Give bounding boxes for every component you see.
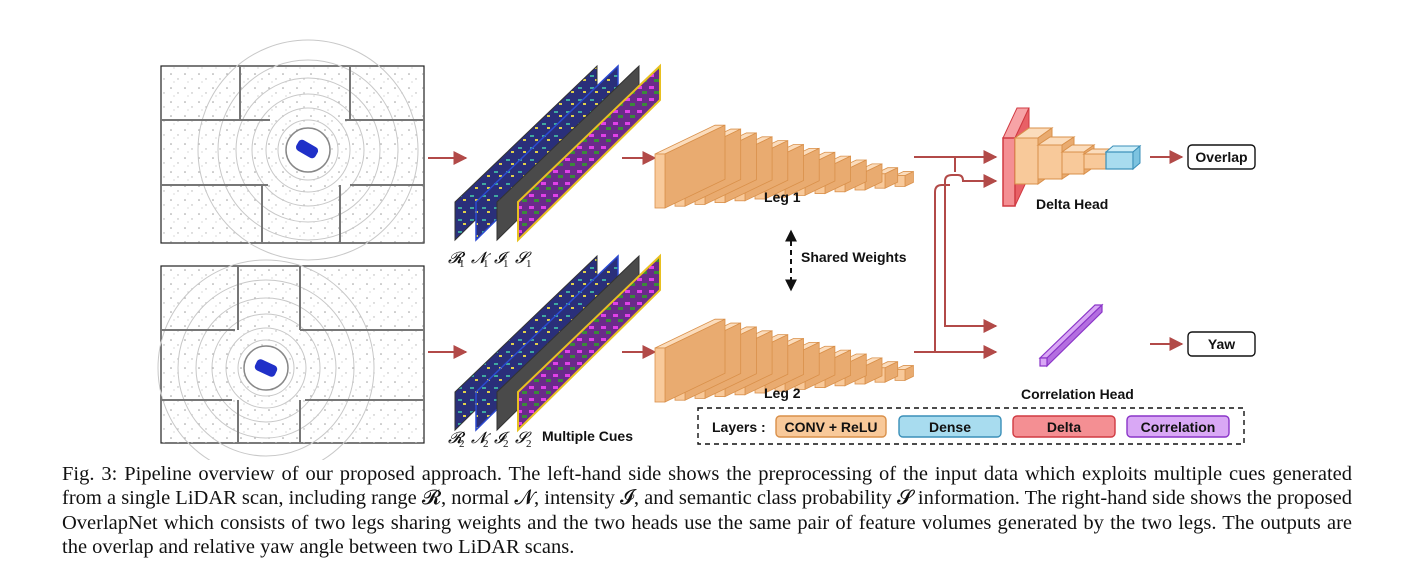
legend-item-conv-relu: CONV + ReLU xyxy=(775,415,887,438)
svg-text:1: 1 xyxy=(459,258,465,270)
svg-text:2: 2 xyxy=(526,438,532,450)
cue-stack-1 xyxy=(454,63,661,243)
svg-text:2: 2 xyxy=(503,438,509,450)
caption-text: Pipeline overview of our proposed approa… xyxy=(62,463,1353,558)
figure-caption: Fig. 3: Pipeline overview of our propose… xyxy=(62,462,1352,559)
legend-item-dense: Dense xyxy=(898,415,1002,438)
legend-item-delta: Delta xyxy=(1012,415,1116,438)
legend-swatch xyxy=(898,415,1002,438)
leg-2-label: Leg 2 xyxy=(764,385,801,401)
lidar-scan-1 xyxy=(160,39,425,261)
lidar-scan-2 xyxy=(157,259,425,460)
delta-head-label: Delta Head xyxy=(1036,196,1108,212)
cue-symbol-range: 𝓡 xyxy=(448,430,466,447)
correlation-head-label: Correlation Head xyxy=(1021,386,1134,402)
correlation-head xyxy=(1038,303,1104,368)
overlap-output: Overlap xyxy=(1187,144,1256,170)
legend-item-correlation: Correlation xyxy=(1126,415,1230,438)
cue-symbol-range: 𝓡 xyxy=(448,250,466,267)
svg-text:1: 1 xyxy=(526,258,532,270)
legend-label: Correlation xyxy=(1141,419,1216,435)
legend-label: Dense xyxy=(929,419,971,435)
svg-text:2: 2 xyxy=(459,438,465,450)
leg-1-encoder xyxy=(654,124,914,209)
yaw-output-label: Yaw xyxy=(1208,336,1235,352)
conv-layer-block xyxy=(894,170,914,188)
multiple-cues-label: Multiple Cues xyxy=(542,428,633,444)
semantic-image-1 xyxy=(517,63,661,243)
legend-swatch xyxy=(1012,415,1116,438)
svg-text:1: 1 xyxy=(503,258,509,270)
car-icon xyxy=(295,139,319,159)
cue-labels-2: 𝓡 2 𝓝 2 𝓘 2 𝓢 2 xyxy=(448,430,532,450)
delta-head xyxy=(1002,107,1142,207)
cue-labels-1: 𝓡 1 𝓝 1 𝓘 1 𝓢 1 xyxy=(448,250,532,270)
pipeline-figure: 𝓡 1 𝓝 1 𝓘 1 𝓢 1 𝓡 2 𝓝 2 𝓘 2 𝓢 2 Multiple… xyxy=(157,39,1256,460)
cue-symbol-normal: 𝓝 xyxy=(471,430,492,447)
leg-to-head-connections xyxy=(914,150,998,359)
cue-symbol-normal: 𝓝 xyxy=(471,250,492,267)
layers-legend: Layers : CONV + ReLU Dense Delta Correlatio… xyxy=(697,407,1245,445)
leg-2-encoder xyxy=(654,318,914,403)
conv-layer-block xyxy=(654,318,726,403)
svg-text:1: 1 xyxy=(483,258,489,270)
cue-stack-2 xyxy=(454,253,661,433)
legend-swatch xyxy=(775,415,887,438)
shared-weights-label: Shared Weights xyxy=(801,249,907,265)
legend-swatch xyxy=(1126,415,1230,438)
semantic-image-2 xyxy=(517,253,661,433)
legend-title: Layers : xyxy=(712,419,766,435)
conv-layer-block xyxy=(894,364,914,382)
overlap-output-label: Overlap xyxy=(1195,149,1247,165)
caption-title: Fig. 3: xyxy=(62,463,118,485)
svg-text:2: 2 xyxy=(483,438,489,450)
legend-label: Delta xyxy=(1047,419,1081,435)
car-icon xyxy=(254,359,278,377)
leg-1-label: Leg 1 xyxy=(764,189,801,205)
legend-label: CONV + ReLU xyxy=(785,419,878,435)
yaw-output: Yaw xyxy=(1187,331,1256,357)
conv-layer-block xyxy=(654,124,726,209)
